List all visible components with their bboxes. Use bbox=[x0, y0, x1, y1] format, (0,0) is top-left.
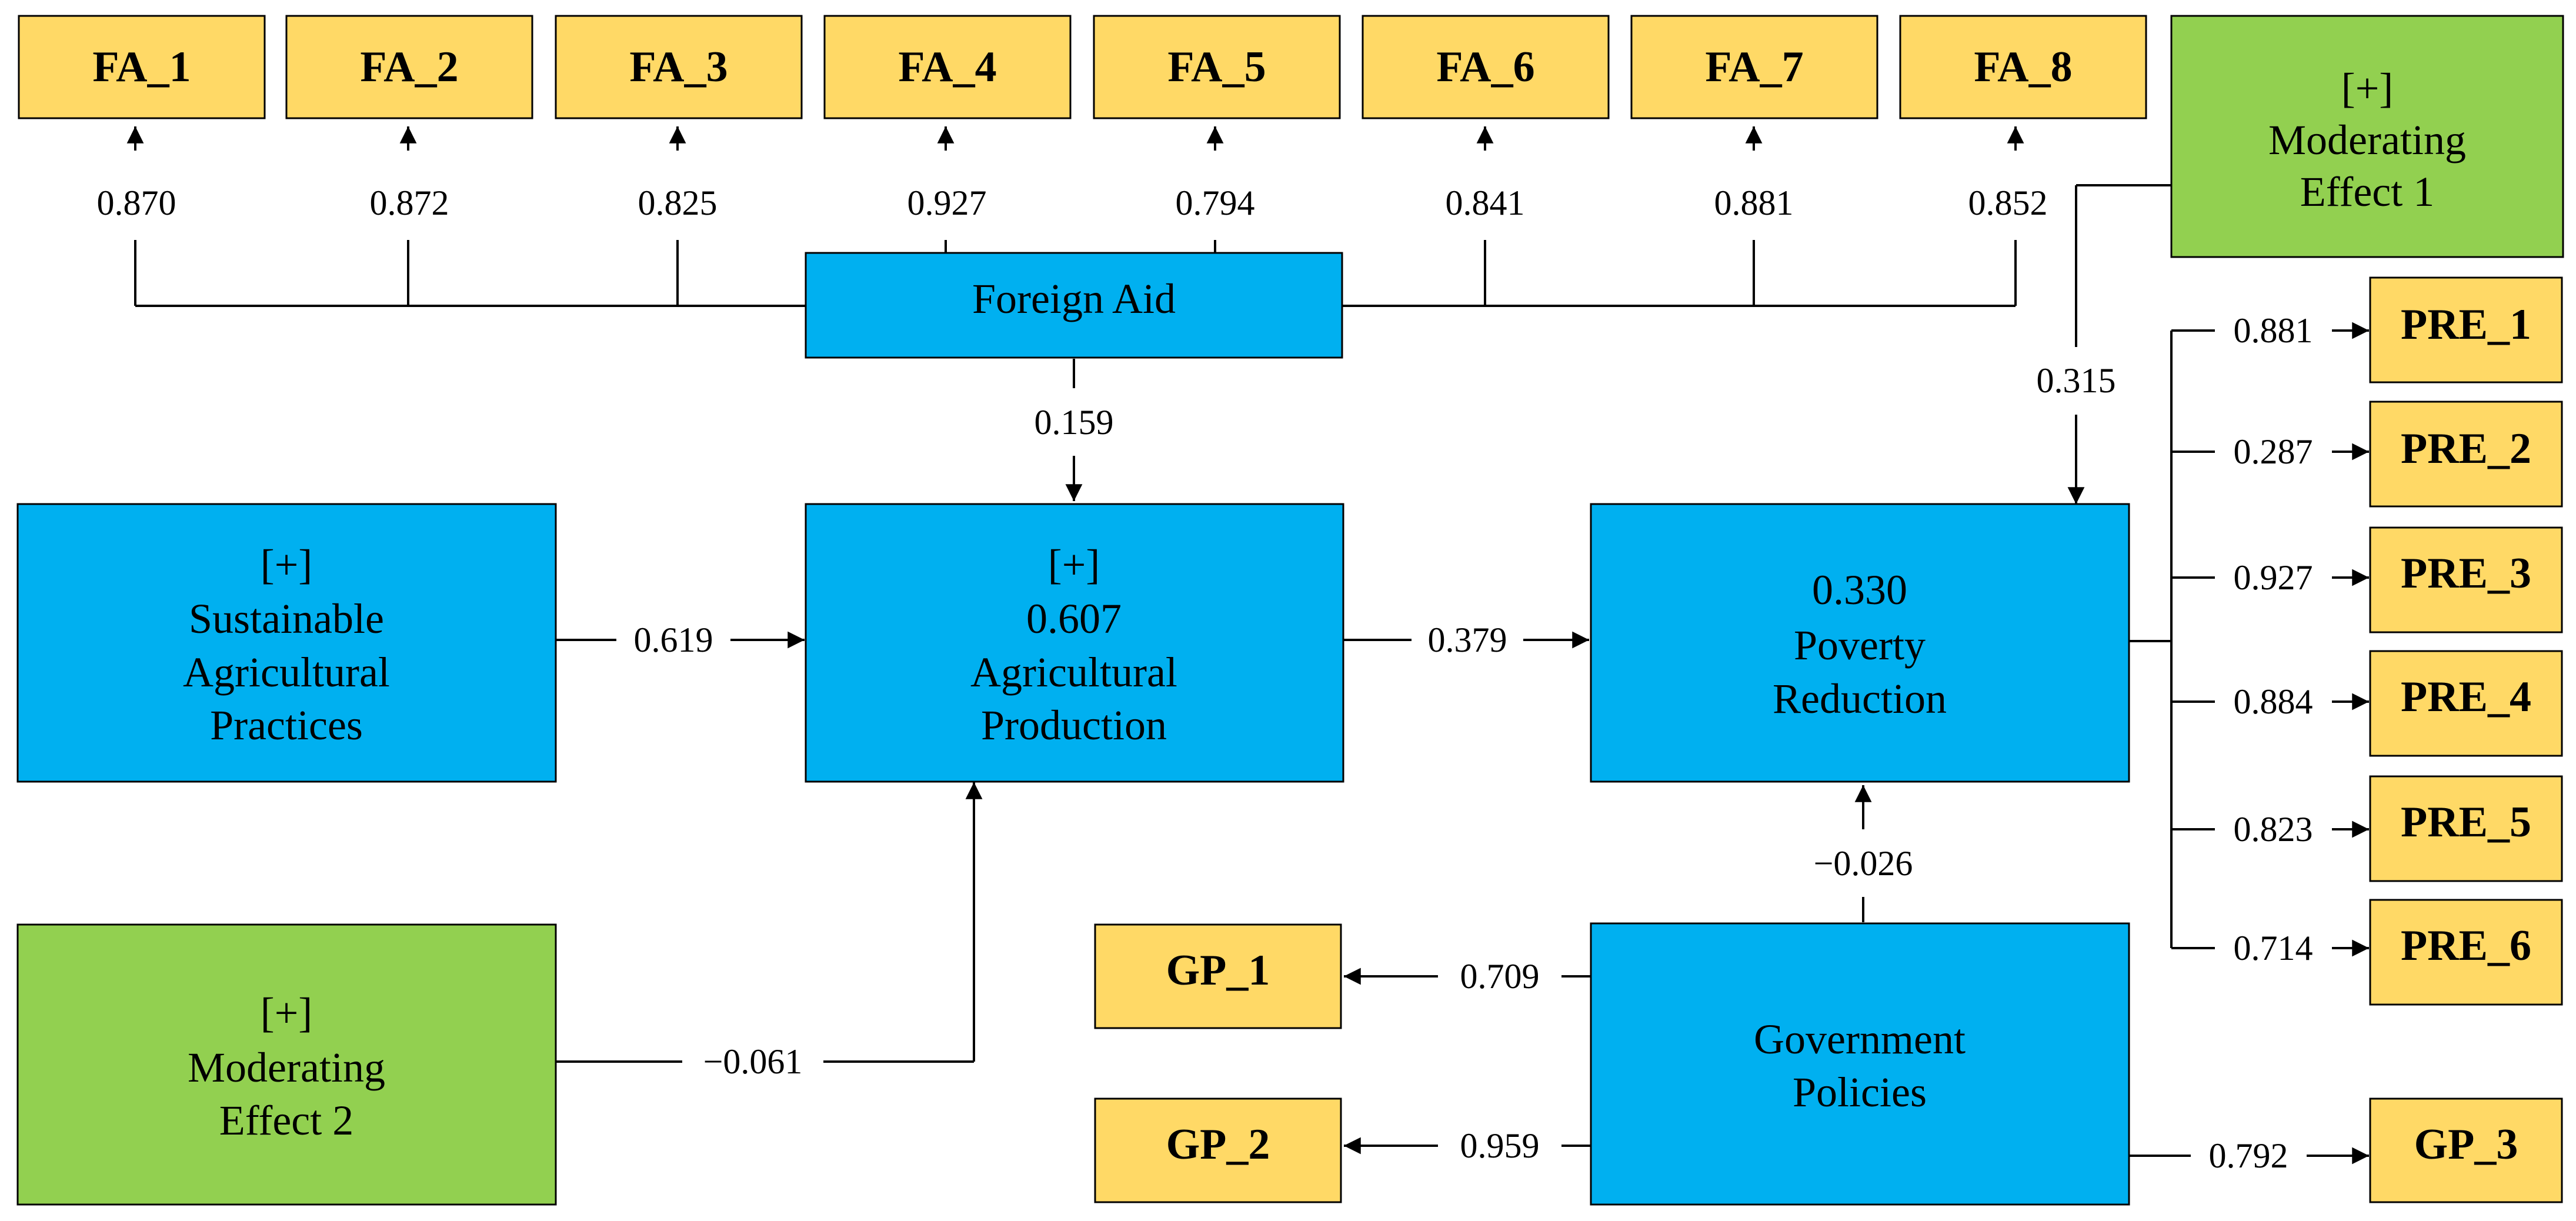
indicator-pre-3: PRE_3 bbox=[2369, 526, 2563, 633]
construct-government-policies: Government Policies bbox=[1590, 922, 2130, 1206]
indicator-gp-2: GP_2 bbox=[1094, 1097, 1342, 1203]
indicator-label: FA_5 bbox=[1167, 43, 1266, 91]
indicator-pre-1: PRE_1 bbox=[2369, 276, 2563, 383]
indicator-label: PRE_2 bbox=[2401, 425, 2531, 473]
pre-loadings: 0.881 0.287 0.927 0.884 0.823 0.714 bbox=[2234, 311, 2313, 968]
loading-pre-3: 0.927 bbox=[2234, 558, 2313, 597]
path-coef-ap-to-pr: 0.379 bbox=[1428, 620, 1507, 659]
path-coef-me1-to-pr: 0.315 bbox=[2037, 361, 2116, 400]
path-coef-fa-to-ap: 0.159 bbox=[1035, 403, 1114, 442]
loading-fa-5: 0.794 bbox=[1176, 184, 1255, 222]
construct-label-line-2: Effect 2 bbox=[219, 1097, 354, 1144]
construct-marker: [+] bbox=[261, 541, 313, 588]
indicator-label: FA_1 bbox=[92, 43, 191, 91]
indicator-fa-5: FA_5 bbox=[1093, 15, 1341, 119]
loading-pre-5: 0.823 bbox=[2234, 810, 2313, 849]
construct-r-squared: 0.607 bbox=[1026, 595, 1122, 642]
indicator-label: PRE_3 bbox=[2401, 549, 2531, 598]
indicator-label: PRE_1 bbox=[2401, 301, 2531, 349]
construct-label-line-1: Poverty bbox=[1794, 622, 1926, 669]
construct-label-line-1: Agricultural bbox=[970, 649, 1177, 696]
construct-moderating-effect-2: [+] Moderating Effect 2 bbox=[16, 923, 557, 1206]
loading-gp-3: 0.792 bbox=[2209, 1136, 2288, 1175]
indicator-label: PRE_6 bbox=[2401, 922, 2531, 970]
path-me2-to-ap-lines bbox=[556, 782, 983, 1063]
indicator-gp-1: GP_1 bbox=[1094, 923, 1342, 1029]
construct-label-line-1: Moderating bbox=[188, 1044, 385, 1091]
construct-label-line-1: Government bbox=[1754, 1016, 1966, 1063]
indicator-label: FA_8 bbox=[1974, 43, 2072, 91]
gp-loading-lines bbox=[1343, 968, 2370, 1165]
loading-pre-6: 0.714 bbox=[2234, 929, 2313, 968]
construct-label-line-1: Sustainable bbox=[189, 595, 384, 642]
construct-r-squared: 0.330 bbox=[1812, 566, 1907, 613]
indicator-label: FA_6 bbox=[1436, 43, 1534, 91]
loading-pre-2: 0.287 bbox=[2234, 432, 2313, 471]
indicator-label: PRE_5 bbox=[2401, 798, 2531, 846]
construct-foreign-aid: Foreign Aid bbox=[805, 252, 1343, 359]
indicator-label: FA_7 bbox=[1705, 43, 1803, 91]
construct-marker: [+] bbox=[2341, 65, 2394, 112]
construct-label-line-2: Effect 1 bbox=[2300, 168, 2435, 215]
loading-pre-4: 0.884 bbox=[2234, 682, 2313, 721]
construct-label-line-2: Agricultural bbox=[183, 649, 390, 696]
indicator-pre-5: PRE_5 bbox=[2369, 775, 2563, 882]
indicator-pre-4: PRE_4 bbox=[2369, 650, 2563, 757]
indicator-fa-2: FA_2 bbox=[285, 15, 533, 119]
indicator-pre-6: PRE_6 bbox=[2369, 899, 2563, 1006]
loading-fa-6: 0.841 bbox=[1446, 184, 1525, 222]
loading-fa-3: 0.825 bbox=[638, 184, 718, 222]
path-coef-me2-to-ap: −0.061 bbox=[703, 1042, 803, 1081]
construct-label-line-1: Moderating bbox=[2268, 116, 2466, 164]
indicator-label: PRE_4 bbox=[2401, 673, 2531, 721]
path-me1-to-pr-lines bbox=[2067, 184, 2171, 505]
loading-fa-1: 0.870 bbox=[97, 184, 176, 222]
indicator-label: GP_1 bbox=[1166, 946, 1270, 995]
construct-agricultural-production: [+] 0.607 Agricultural Production bbox=[805, 503, 1344, 783]
indicator-label: FA_2 bbox=[360, 43, 458, 91]
fa-loadings: 0.870 0.872 0.825 0.927 0.794 0.841 0.88… bbox=[97, 184, 2048, 222]
loading-fa-8: 0.852 bbox=[1968, 184, 2048, 222]
construct-label-line-2: Production bbox=[981, 702, 1167, 749]
construct-marker: [+] bbox=[261, 989, 313, 1036]
indicator-label: FA_3 bbox=[629, 43, 728, 91]
construct-sustainable-agricultural-practices: [+] Sustainable Agricultural Practices bbox=[16, 503, 557, 783]
indicator-pre-2: PRE_2 bbox=[2369, 401, 2563, 508]
indicator-label: FA_4 bbox=[898, 43, 996, 91]
construct-poverty-reduction: 0.330 Poverty Reduction bbox=[1590, 503, 2130, 783]
construct-label-line-3: Practices bbox=[210, 702, 363, 749]
indicator-fa-1: FA_1 bbox=[18, 15, 266, 119]
loading-pre-1: 0.881 bbox=[2234, 311, 2313, 350]
indicator-label: GP_2 bbox=[1166, 1120, 1270, 1169]
loading-gp-1: 0.709 bbox=[1460, 957, 1540, 996]
loading-fa-2: 0.872 bbox=[370, 184, 449, 222]
construct-marker: [+] bbox=[1048, 541, 1100, 588]
path-coef-gp-to-pr: −0.026 bbox=[1814, 844, 1913, 883]
path-coef-sap-to-ap: 0.619 bbox=[634, 620, 713, 659]
construct-label-line-2: Reduction bbox=[1773, 675, 1947, 722]
indicator-fa-6: FA_6 bbox=[1362, 15, 1610, 119]
indicator-fa-7: FA_7 bbox=[1630, 15, 1878, 119]
indicator-gp-3: GP_3 bbox=[2369, 1097, 2563, 1203]
indicator-label: GP_3 bbox=[2414, 1120, 2518, 1169]
construct-label: Foreign Aid bbox=[972, 275, 1176, 322]
loading-fa-7: 0.881 bbox=[1714, 184, 1794, 222]
indicator-fa-4: FA_4 bbox=[823, 15, 1072, 119]
indicator-fa-3: FA_3 bbox=[555, 15, 803, 119]
construct-label-line-2: Policies bbox=[1793, 1069, 1927, 1116]
loading-fa-4: 0.927 bbox=[907, 184, 987, 222]
construct-moderating-effect-1: [+] Moderating Effect 1 bbox=[2170, 15, 2564, 258]
pre-loading-lines bbox=[2129, 322, 2370, 957]
indicator-fa-8: FA_8 bbox=[1899, 15, 2147, 119]
gp-loadings: 0.709 0.959 0.792 bbox=[1460, 957, 2288, 1175]
loading-gp-2: 0.959 bbox=[1460, 1126, 1540, 1165]
